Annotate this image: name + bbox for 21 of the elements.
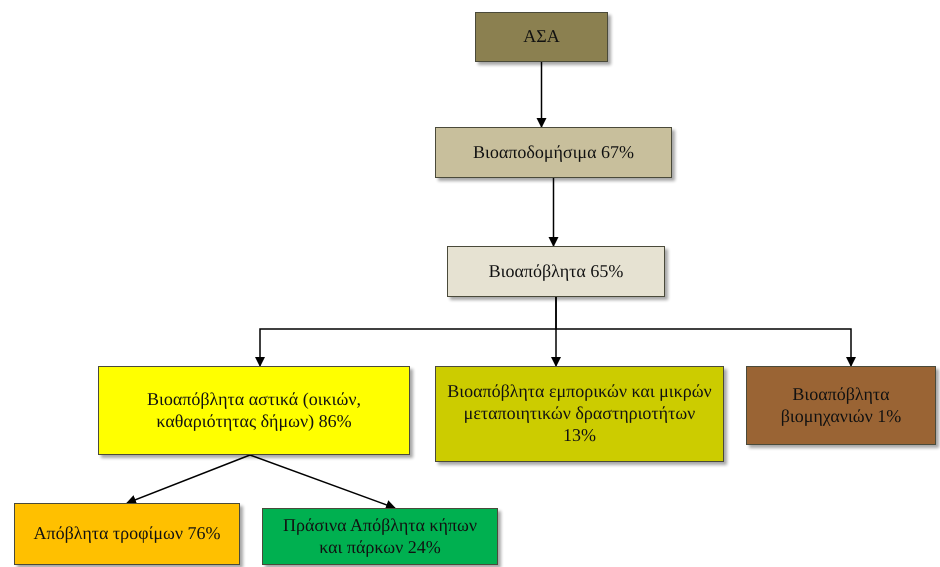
category-box	[746, 366, 936, 445]
arrow	[536, 62, 546, 128]
category-box	[14, 503, 240, 565]
arrow	[555, 297, 856, 367]
box-label: Βιοαποδομήσιμα 67%	[472, 142, 634, 164]
arrow	[548, 178, 558, 247]
box-label: Βιοαπόβλητα εμπορικών και μικρών μεταποιητικών δραστηριοτήτων 13%	[446, 381, 713, 447]
arrow	[126, 454, 250, 504]
category-box	[262, 508, 498, 565]
arrow	[250, 454, 396, 510]
category-box	[435, 366, 724, 462]
box-label: Βιοαπόβλητα αστικά (οικιών, καθαριότητας δήμων) 86%	[146, 388, 362, 432]
category-box	[435, 127, 672, 178]
box-label: Βιοαπόβλητα 65%	[488, 260, 624, 282]
category-box	[475, 12, 608, 62]
box-label: Πράσινα Απόβλητα κήπων και πάρκων 24%	[282, 514, 478, 558]
category-box	[447, 246, 665, 297]
category-box	[98, 366, 410, 455]
box-label: Απόβλητα τροφίμων 76%	[34, 523, 220, 545]
box-label: ΑΣΑ	[523, 26, 560, 48]
box-label: Βιοαπόβλητα βιομηχανιών 1%	[780, 384, 902, 428]
